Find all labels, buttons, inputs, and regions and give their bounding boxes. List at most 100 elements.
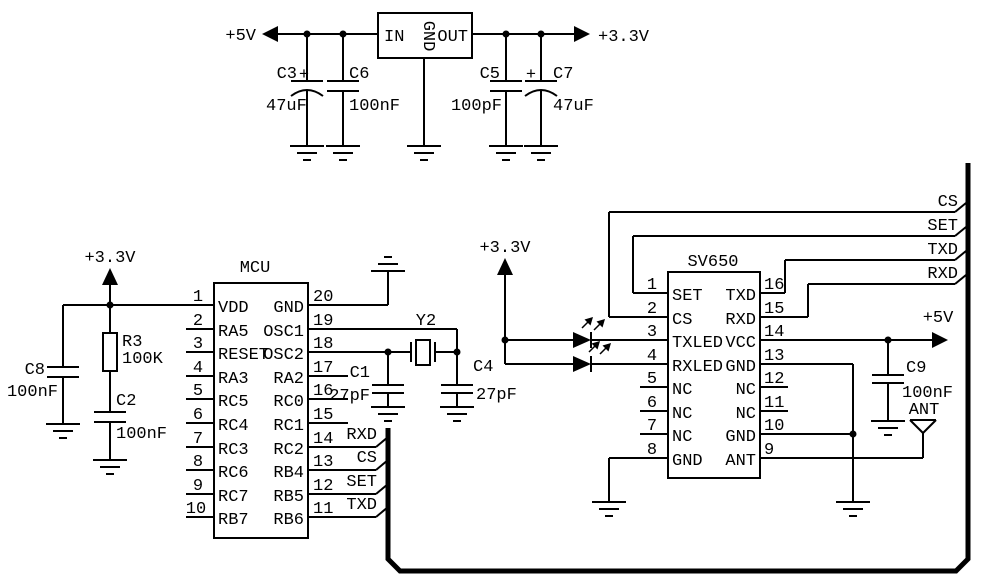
- regulator-pin-in: IN: [384, 28, 404, 47]
- antenna: ANT: [909, 401, 940, 458]
- c3-ref: C3: [277, 65, 297, 84]
- mcu-pin-name: RESET: [218, 346, 269, 365]
- sv650-pin-name: VCC: [725, 334, 756, 353]
- capacitor-c3: C3 + 47uF: [266, 34, 325, 161]
- ground-symbol: [92, 459, 128, 475]
- mcu-pin-number: 2: [193, 312, 203, 331]
- ground-symbol: [523, 145, 559, 161]
- ground-symbol: [591, 501, 627, 517]
- mcu-pin-number: 5: [193, 382, 203, 401]
- sv650-pin-name: SET: [672, 287, 703, 306]
- sv650-title: SV650: [687, 253, 738, 272]
- sv650-pin-name: GND: [672, 452, 703, 471]
- c5-value: 100pF: [451, 97, 502, 116]
- led-emission-arrow-icon: [599, 342, 612, 355]
- mcu-pin-number: 13: [313, 453, 333, 472]
- mcu-3v3-label: +3.3V: [84, 249, 136, 268]
- c2-ref: C2: [116, 392, 136, 411]
- ground-symbol-inverted: [370, 256, 406, 272]
- crystal-y2: Y2: [410, 312, 457, 366]
- c7-polarity: +: [526, 66, 536, 85]
- sv650-pin-name: TXLED: [672, 334, 723, 353]
- mcu-pin-number: 20: [313, 288, 333, 307]
- led-triangle: [573, 332, 591, 348]
- mcu-pin-name: VDD: [218, 299, 249, 318]
- sv650-pin-number: 15: [764, 300, 784, 319]
- ant-label: ANT: [909, 401, 940, 420]
- c7-value: 47uF: [553, 97, 594, 116]
- arrow-right-5v: [932, 332, 948, 348]
- c6-value: 100nF: [349, 97, 400, 116]
- capacitor-c6: C6 100nF: [325, 34, 400, 161]
- r3-value: 100K: [122, 350, 164, 369]
- sv650-pin-number: 10: [764, 417, 784, 436]
- regulator-pin-out: OUT: [437, 28, 468, 47]
- ground-symbol: [439, 406, 475, 422]
- sv650-pin-name: GND: [725, 428, 756, 447]
- signal-bus: CS SET TXD RXD: [385, 163, 971, 574]
- capacitor-c7: + C7 47uF: [523, 34, 594, 161]
- sv650-pin-number: 5: [647, 370, 657, 389]
- capacitor-c5: C5 100pF: [451, 34, 524, 161]
- bus-signal-cs: CS: [938, 193, 958, 212]
- bus-signal-set: SET: [927, 217, 958, 236]
- mcu-pin-name: RA3: [218, 370, 249, 389]
- ground-symbol: [488, 145, 524, 161]
- junction-dot: [849, 430, 857, 438]
- mcu-pin-name: RC5: [218, 393, 249, 412]
- c3-polarity: +: [299, 66, 309, 85]
- c1-value: 27pF: [329, 387, 370, 406]
- regulator-section: +5V IN GND OUT +3.3V C3 + 47uF: [225, 12, 650, 161]
- mcu-pin-number: 14: [313, 430, 333, 449]
- capacitor-c4: C4 27pF: [439, 352, 517, 422]
- arrow-right-3v3: [574, 26, 590, 42]
- sv650-pin-number: 6: [647, 394, 657, 413]
- mcu-pin-name: RB7: [218, 511, 249, 530]
- led-triangle: [573, 356, 591, 372]
- mcu-pin-number: 15: [313, 406, 333, 425]
- mcu-pin-name: RC0: [273, 393, 304, 412]
- sv650-pin-number: 8: [647, 441, 657, 460]
- c9-value: 100nF: [902, 384, 953, 403]
- arrow-left-5v: [262, 26, 278, 42]
- sv650-pin-number: 1: [647, 276, 657, 295]
- sv650-pin-number: 3: [647, 323, 657, 342]
- sv650-pin-name: RXD: [725, 311, 756, 330]
- mcu-pin-name: RA2: [273, 370, 304, 389]
- mcu-pin-name: GND: [273, 299, 304, 318]
- mcu-signal-set: SET: [346, 473, 377, 492]
- mcu-pin-name: OSC1: [263, 323, 304, 342]
- capacitor-c2: C2 100nF: [92, 392, 167, 475]
- arrow-up-3v3: [497, 258, 513, 275]
- r3-ref: R3: [122, 333, 142, 352]
- c8-value: 100nF: [7, 383, 58, 402]
- ground-symbol: [45, 423, 81, 439]
- sv650-pin-number: 14: [764, 323, 784, 342]
- c2-value: 100nF: [116, 425, 167, 444]
- sv650-pin-name: NC: [672, 381, 692, 400]
- mcu-pin-name: OSC2: [263, 346, 304, 365]
- mcu-pin-number: 16: [313, 382, 333, 401]
- led-section: +3.3V: [479, 239, 668, 372]
- rail-5v-label: +5V: [225, 27, 256, 46]
- c4-ref: C4: [473, 358, 493, 377]
- capacitor-c8: C8 100nF: [7, 361, 81, 439]
- mcu-pin-name: RB5: [273, 488, 304, 507]
- sv650-pin-number: 4: [647, 347, 657, 366]
- mcu-pin-number: 1: [193, 288, 203, 307]
- sv650-pin-name: NC: [736, 381, 756, 400]
- c3-value: 47uF: [266, 97, 307, 116]
- ground-symbol: [289, 145, 325, 161]
- capacitor-c9: C9 100nF: [870, 340, 953, 436]
- led-emission-arrow-icon: [593, 318, 606, 331]
- mcu-pin-number: 7: [193, 430, 203, 449]
- resistor-r3: R3 100K: [102, 305, 164, 412]
- mcu-pin-name: RA5: [218, 323, 249, 342]
- mcu-pin-name: RC1: [273, 417, 304, 436]
- ground-symbol: [406, 145, 442, 161]
- sv650-pin-name: NC: [672, 428, 692, 447]
- ground-symbol: [370, 406, 406, 422]
- mcu-box: [213, 282, 309, 539]
